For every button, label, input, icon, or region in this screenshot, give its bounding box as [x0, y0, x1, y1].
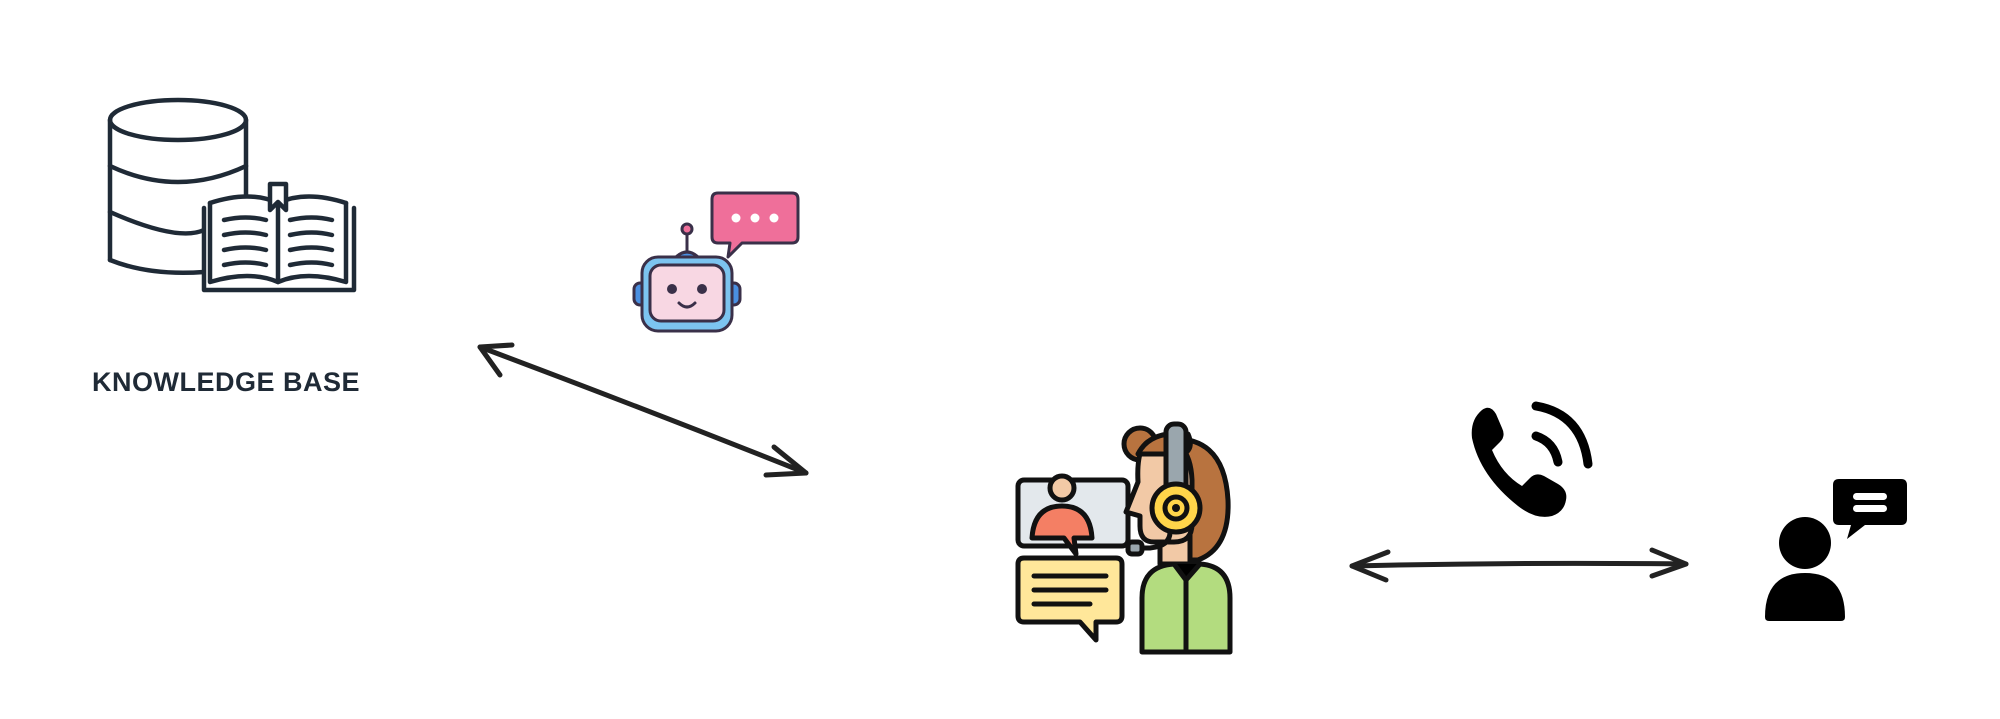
robot-icon — [632, 222, 742, 333]
person-icon — [1765, 517, 1845, 621]
phone-call-icon — [1471, 401, 1593, 517]
arrow-agent-to-customer — [1349, 547, 1689, 583]
arrow-knowledge-base-to-agent — [477, 342, 809, 478]
database-with-book-icon — [107, 97, 357, 293]
avatar-icon — [1029, 473, 1095, 557]
customer-with-message-icon — [1765, 479, 1907, 621]
yellow-chat-icon — [1015, 555, 1125, 643]
support-agent-with-headset-icon — [1015, 421, 1233, 655]
pink-chat-bubble-icon — [710, 191, 800, 259]
knowledge-base-label: KNOWLEDGE BASE — [92, 367, 361, 397]
message-bubble-icon — [1833, 479, 1907, 539]
robot-with-chat-bubble-icon — [632, 191, 800, 333]
